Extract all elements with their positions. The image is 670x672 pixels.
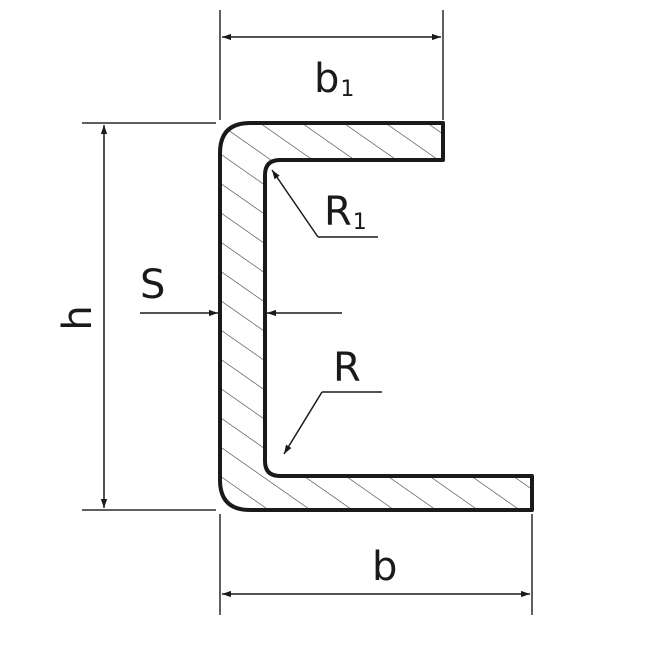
- label-h: h: [55, 305, 101, 330]
- channel-profile: [218, 121, 534, 512]
- label-b: b: [372, 544, 397, 590]
- leader-r1-arrow: [271, 169, 319, 238]
- label-r: R: [333, 345, 361, 391]
- label-s: S: [140, 262, 165, 308]
- label-b1: b1: [314, 56, 354, 102]
- leader-r-arrow: [283, 391, 323, 455]
- label-r1: R1: [324, 189, 367, 235]
